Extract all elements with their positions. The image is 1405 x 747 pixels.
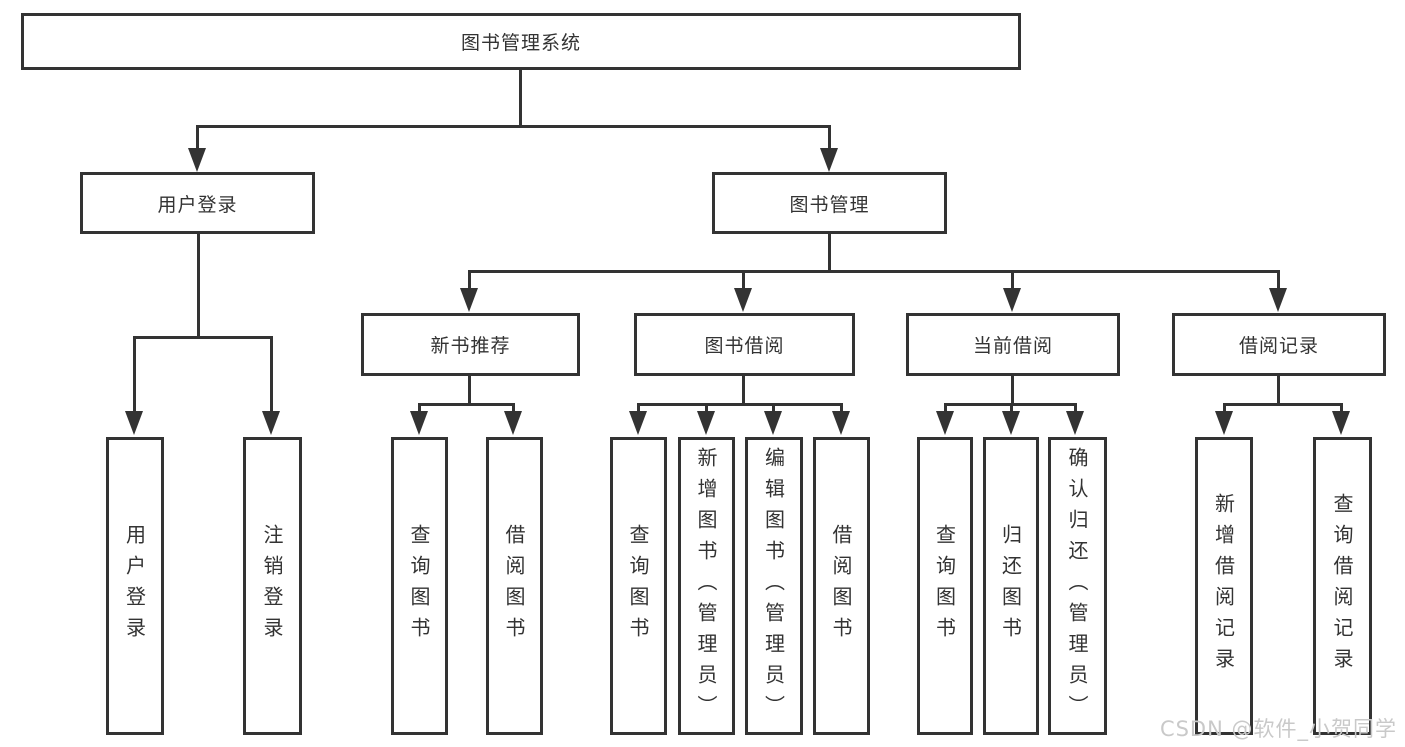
arrowhead-down [262,411,280,435]
arrowhead-down [764,411,782,435]
leaf-current-confirm-return-admin: 确认归还（管理员） [1048,437,1107,735]
connector-line [1010,403,1013,413]
node-label: 新书推荐 [430,335,511,357]
connector-line [270,336,273,413]
node-root-library-system: 图书管理系统 [21,13,1021,70]
connector-line [742,376,745,403]
connector-line [1011,376,1014,403]
node-book-borrow: 图书借阅 [634,313,855,376]
leaf-current-query-book: 查询图书 [917,437,973,735]
leaf-newbook-borrow-book: 借阅图书 [486,437,543,735]
arrowhead-down [1002,411,1020,435]
connector-line [468,376,471,403]
connector-line [418,403,421,413]
arrowhead-down [1215,411,1233,435]
connector-line [519,70,522,125]
node-current-borrow: 当前借阅 [906,313,1120,376]
arrowhead-down [188,148,206,172]
connector-line [133,336,273,339]
leaf-user-logout: 注销登录 [243,437,302,735]
node-label: 当前借阅 [972,335,1053,357]
node-label: 新增借阅记录 [1211,493,1236,679]
leaf-borrow-add-book-admin: 新增图书（管理员） [678,437,735,735]
connector-line [742,270,745,290]
connector-line [637,403,640,413]
leaf-current-return-book: 归还图书 [983,437,1039,735]
connector-line [1277,270,1280,290]
leaf-newbook-query-book: 查询图书 [391,437,448,735]
connector-line [828,125,831,153]
arrowhead-down [936,411,954,435]
connector-line [1223,403,1343,406]
node-label: 用户登录 [157,193,238,216]
node-label: 查询借阅记录 [1330,493,1354,679]
connector-line [196,125,199,153]
connector-line [133,336,136,413]
csdn-watermark: CSDN @软件_小贺同学 [1159,717,1397,741]
connector-line [468,270,471,290]
arrowhead-down [1332,411,1350,435]
arrowhead-down [460,288,478,312]
connector-line [1223,403,1226,413]
connector-line [944,403,947,413]
connector-line [840,403,843,413]
arrowhead-down [734,288,752,312]
arrowhead-down [504,411,522,435]
leaf-borrow-edit-book-admin: 编辑图书（管理员） [745,437,803,735]
arrowhead-down [125,411,143,435]
leaf-borrow-borrow-book: 借阅图书 [813,437,870,735]
node-label: 借阅图书 [502,524,526,648]
node-label: 图书管理系统 [460,32,581,54]
arrowhead-down [697,411,715,435]
connector-line [468,270,1279,273]
node-label: 查询图书 [407,524,431,648]
node-label: 注销登录 [260,524,284,648]
connector-line [512,403,515,413]
node-borrow-record: 借阅记录 [1172,313,1386,376]
node-label: 编辑图书（管理员） [761,446,786,726]
connector-line [1011,270,1014,290]
connector-line [418,403,515,406]
node-label: 归还图书 [998,524,1023,648]
node-new-book-recommend: 新书推荐 [361,313,580,376]
arrowhead-down [832,411,850,435]
leaf-borrow-query-book: 查询图书 [610,437,667,735]
leaf-user-login: 用户登录 [106,437,164,735]
connector-line [197,234,200,336]
leaf-record-add-borrow-record: 新增借阅记录 [1195,437,1253,735]
arrowhead-down [410,411,428,435]
arrowhead-down [1003,288,1021,312]
arrowhead-down [820,148,838,172]
node-label: 借阅记录 [1238,335,1319,357]
node-book-management: 图书管理 [712,172,947,234]
connector-line [828,234,831,270]
node-label: 新增图书（管理员） [694,446,718,726]
connector-line [705,403,708,413]
connector-line [1277,376,1280,403]
leaf-record-query-borrow-record: 查询借阅记录 [1313,437,1372,735]
arrowhead-down [629,411,647,435]
node-label: 确认归还（管理员） [1065,446,1089,726]
connector-line [637,403,842,406]
node-label: 查询图书 [932,524,957,648]
connector-line [772,403,775,413]
arrowhead-down [1269,288,1287,312]
node-label: 查询图书 [626,524,650,648]
node-label: 借阅图书 [829,524,853,648]
connector-line [1074,403,1077,413]
node-user-login: 用户登录 [80,172,315,234]
connector-line [196,125,831,128]
connector-line [1340,403,1343,413]
node-label: 图书管理 [789,193,870,216]
node-label: 用户登录 [122,524,147,648]
arrowhead-down [1066,411,1084,435]
node-label: 图书借阅 [704,335,785,357]
